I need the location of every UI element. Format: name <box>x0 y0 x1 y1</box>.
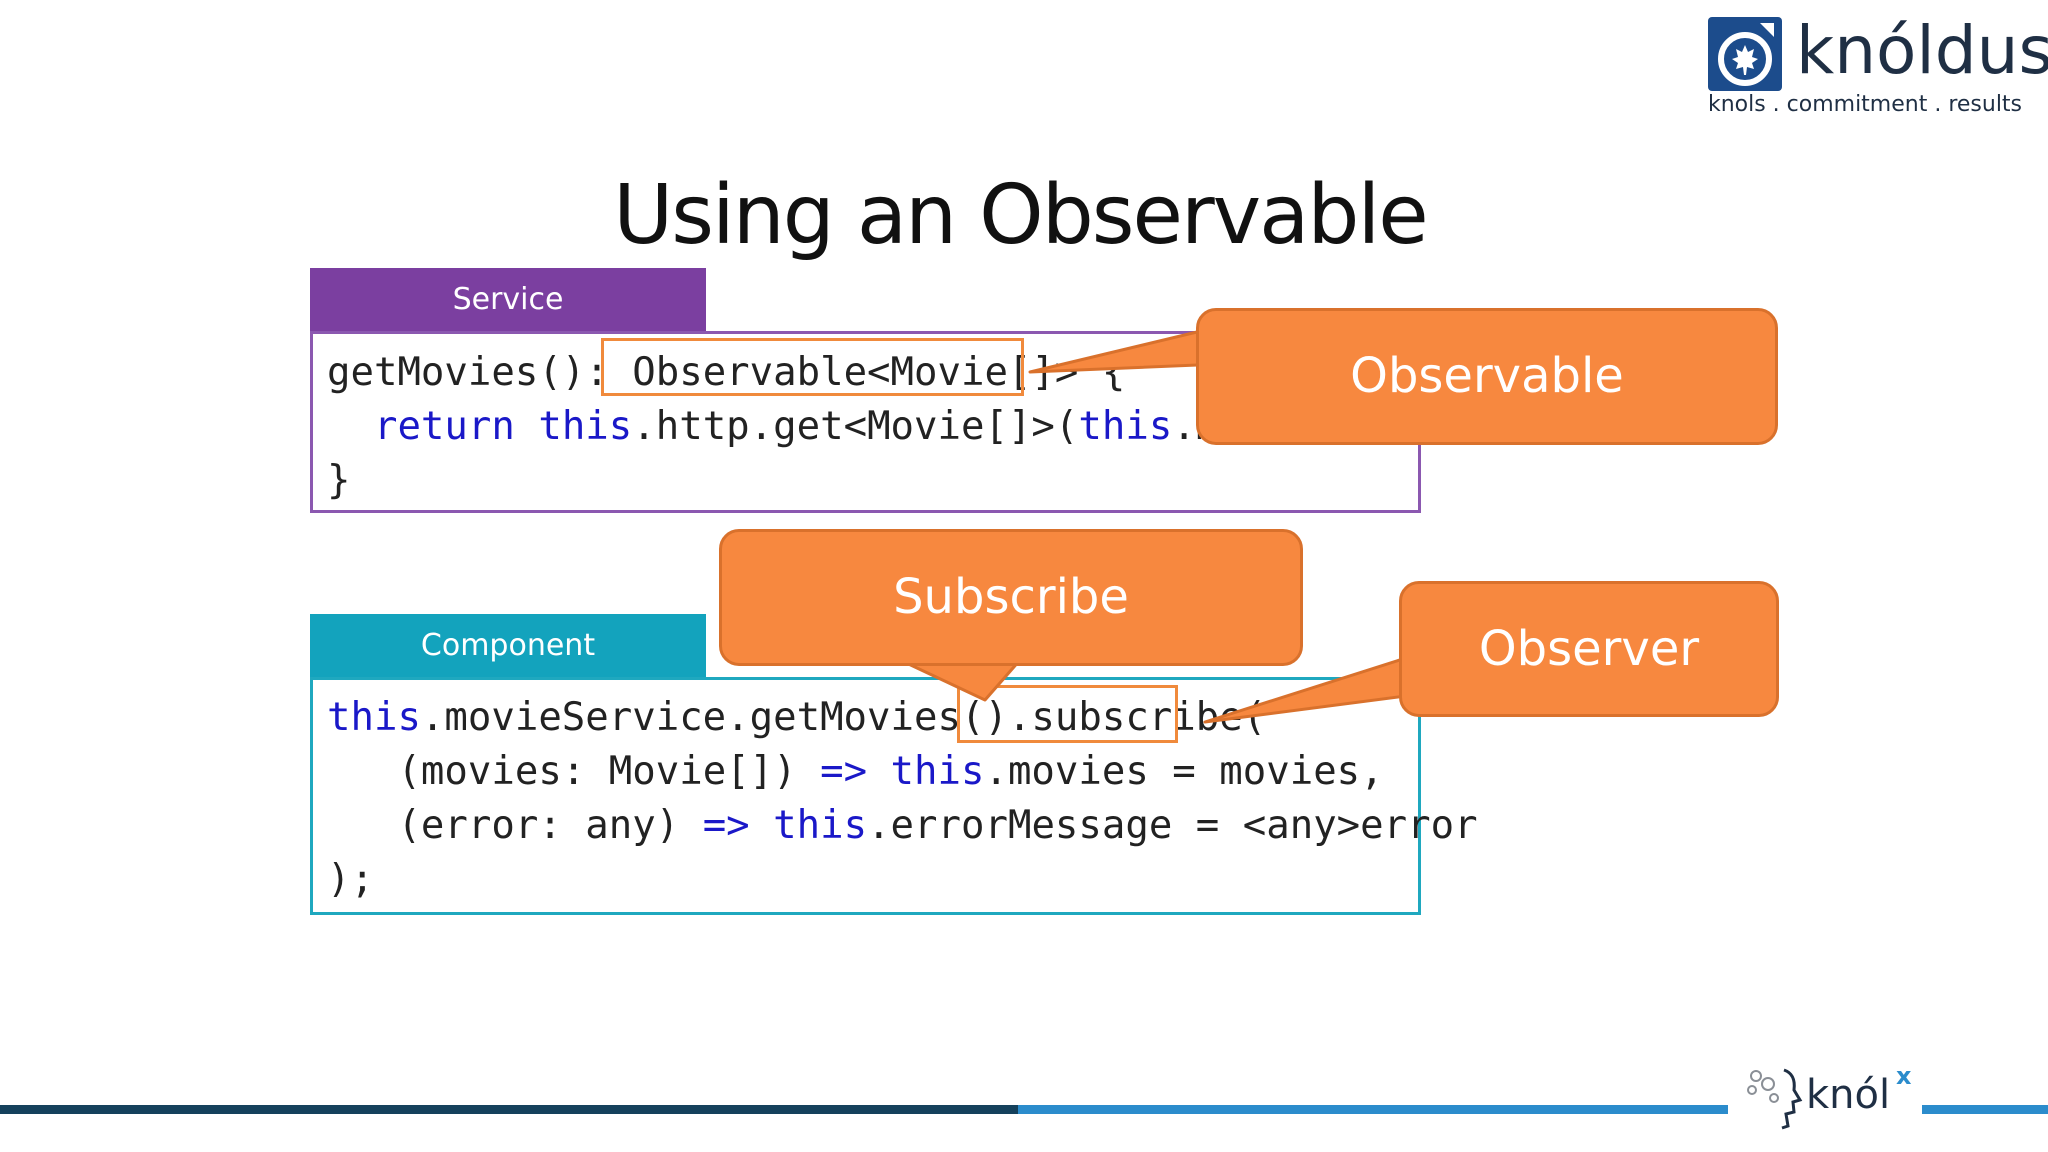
brand-tagline: knols . commitment . results <box>1707 92 2023 117</box>
observable-highlight-box <box>601 338 1024 396</box>
service-code-line-3: } <box>327 458 351 503</box>
observable-type: Observable<Movie[]> <box>632 350 1079 395</box>
footer-bar-dark <box>0 1105 1018 1114</box>
slide-title: Using an Observable <box>613 168 1428 263</box>
service-tab: Service <box>310 268 706 332</box>
component-code-line-1: this.movieService.getMovies().subscribe( <box>327 695 1267 740</box>
footer-bar-light <box>1018 1105 2048 1114</box>
knolx-x-mark: x <box>1896 1062 1912 1090</box>
service-code-line-2: return this.http.get<Movie[]>(this.mov <box>373 404 1266 449</box>
head-gears-icon <box>1747 1068 1803 1130</box>
component-tab: Component <box>310 614 706 678</box>
knolx-logo: knól x <box>1728 1050 1922 1152</box>
knolx-wordmark: knól <box>1806 1072 1891 1118</box>
subscribe-highlight-box <box>957 685 1178 743</box>
component-code-line-2: (movies: Movie[]) => this.movies = movie… <box>397 749 1384 794</box>
observable-callout: Observable <box>1196 308 1778 445</box>
subscribe-callout-pointer <box>898 658 1022 702</box>
knoldus-logo: knóldus knols . commitment . results <box>1705 12 2048 126</box>
maple-leaf-logo-icon <box>1708 17 1782 91</box>
component-code-line-3: (error: any) => this.errorMessage = <any… <box>397 803 1478 848</box>
observer-callout: Observer <box>1399 581 1779 717</box>
observer-callout-pointer <box>1203 656 1408 724</box>
subscribe-method: .subscribe <box>1007 695 1243 740</box>
observable-callout-pointer-body <box>1028 324 1224 374</box>
brand-name: knóldus <box>1796 12 2048 89</box>
component-code-line-4: ); <box>327 857 374 902</box>
service-code-line-1: getMovies(): Observable<Movie[]> { <box>327 350 1126 395</box>
subscribe-callout: Subscribe <box>719 529 1303 666</box>
